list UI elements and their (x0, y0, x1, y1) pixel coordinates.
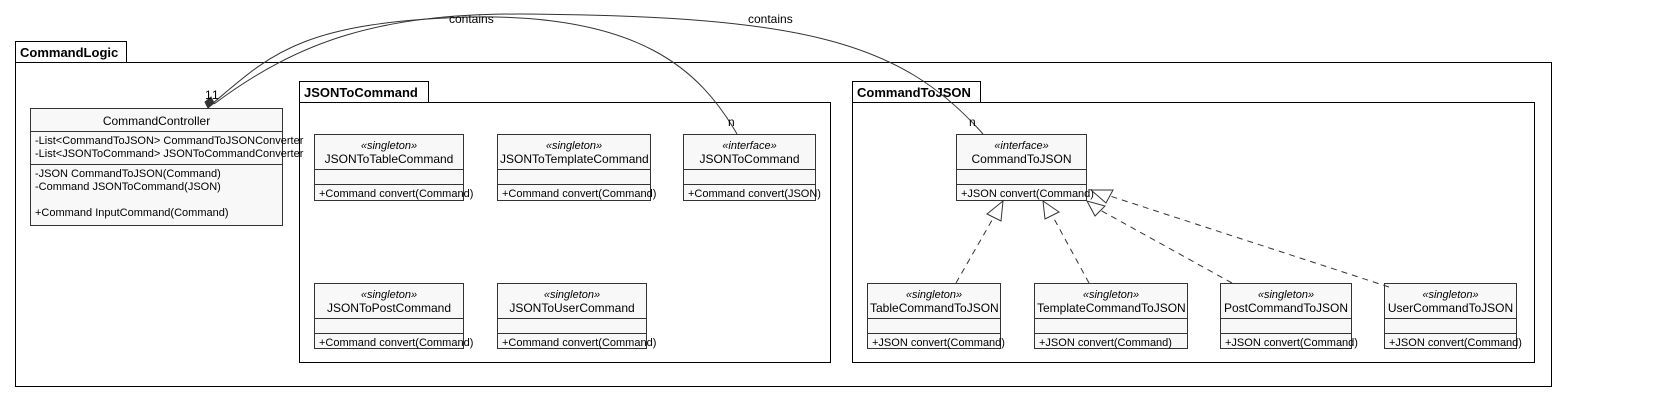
methods-section: +JSON convert(Command) (957, 184, 1094, 204)
attributes-section (315, 318, 463, 333)
class-jsontocommand-interface: «interface»JSONToCommand +Command conver… (683, 134, 821, 204)
class-jsontousercommand: «singleton»JSONToUserCommand +Command co… (497, 283, 656, 349)
class-tablecommandtojson: «singleton»TableCommandToJSON +JSON conv… (867, 283, 1005, 349)
attribute: -List<JSONToCommand> JSONToCommandConver… (35, 148, 304, 160)
package-tab-commandlogic: CommandLogic (15, 41, 127, 63)
class-jsontotemplatecommand: «singleton»JSONToTemplateCommand +Comman… (497, 134, 657, 204)
realization-edges (955, 195, 1390, 288)
method: +JSON convert(Command) (1389, 337, 1522, 349)
methods-section: +Command convert(Command) (498, 333, 657, 353)
methods-section: +JSON convert(Command) (1221, 333, 1358, 353)
methods-section: +Command convert(Command) (315, 333, 474, 353)
attributes-section: -List<CommandToJSON> CommandToJSONConver… (31, 131, 304, 164)
realization-edge-table (955, 214, 996, 284)
class-jsontopostcommand: «singleton»JSONToPostCommand +Command co… (314, 283, 473, 349)
realization-edge-post (1099, 209, 1233, 284)
method: +Command convert(Command) (502, 337, 657, 349)
class-name: TableCommandToJSON (870, 301, 999, 315)
method: +Command convert(Command) (319, 188, 474, 200)
methods-section: +Command convert(Command) (498, 184, 657, 204)
attributes-section (498, 169, 650, 184)
composition-edge-commandtojson (213, 13, 984, 135)
stereotype: «singleton» (1257, 289, 1315, 301)
composition-edge-jsontocommand (211, 16, 738, 135)
class-name: TemplateCommandToJSON (1037, 301, 1186, 315)
stereotype: «interface» (994, 140, 1049, 152)
class-name: JSONToCommand (699, 152, 800, 166)
class-usercommandtojson: «singleton»UserCommandToJSON +JSON conve… (1384, 283, 1522, 349)
stereotype: «singleton» (1082, 289, 1140, 301)
method: -JSON CommandToJSON(Command) (35, 168, 221, 180)
attributes-section (868, 318, 1000, 333)
package-tab-jsontocommand: JSONToCommand (299, 81, 429, 103)
class-commandtojson-interface: «interface»CommandToJSON +JSON convert(C… (956, 134, 1094, 204)
class-name: JSONToPostCommand (326, 301, 452, 315)
methods-section: +JSON convert(Command) (1385, 333, 1522, 353)
stereotype: «singleton» (543, 289, 601, 301)
relation-label-contains: contains (449, 12, 494, 26)
attributes-section (1221, 318, 1351, 333)
class-commandcontroller: CommandController -List<CommandToJSON> C… (30, 108, 304, 226)
realization-edge-user (1109, 195, 1390, 288)
attributes-section (498, 318, 646, 333)
realization-arrowheads (986, 189, 1114, 222)
class-name: CommandToJSON (971, 152, 1072, 166)
triangle-arrowhead (986, 199, 1004, 222)
realization-edge-template (1051, 214, 1090, 284)
class-templatecommandtojson: «singleton»TemplateCommandToJSON +JSON c… (1034, 283, 1188, 349)
class-name: PostCommandToJSON (1223, 301, 1349, 315)
methods-section: +Command convert(JSON) (684, 184, 821, 204)
attributes-section (684, 169, 815, 184)
method: +Command convert(JSON) (688, 188, 821, 200)
class-name: UserCommandToJSON (1387, 301, 1514, 315)
attributes-section (315, 169, 463, 184)
multiplicity-source: 1 (212, 88, 219, 102)
class-name: JSONToTableCommand (324, 152, 454, 166)
method: -Command JSONToCommand(JSON) (35, 181, 221, 193)
method: +JSON convert(Command) (961, 188, 1094, 200)
attributes-section (1035, 318, 1187, 333)
composition-diamond (204, 96, 215, 109)
stereotype: «singleton» (1422, 289, 1479, 301)
methods-section: +JSON convert(Command) (1035, 333, 1187, 353)
method: +JSON convert(Command) (872, 337, 1005, 349)
relation-label-contains: contains (748, 12, 793, 26)
method: +JSON convert(Command) (1225, 337, 1358, 349)
class-jsontotablecommand: «singleton»JSONToTableCommand +Command c… (314, 134, 474, 204)
triangle-arrowhead (1086, 200, 1106, 217)
stereotype: «singleton» (360, 289, 418, 301)
class-name: CommandController (102, 114, 211, 128)
stereotype: «singleton» (360, 140, 418, 152)
method: +JSON convert(Command) (1039, 337, 1172, 349)
method: +Command convert(Command) (319, 337, 474, 349)
class-name: JSONToTemplateCommand (500, 152, 649, 166)
triangle-arrowhead (1042, 199, 1060, 220)
attribute: -List<CommandToJSON> CommandToJSONConver… (35, 135, 304, 147)
methods-section: +Command convert(Command) (315, 184, 474, 204)
stereotype: «singleton» (545, 140, 603, 152)
attributes-section (957, 169, 1086, 184)
package-tab-commandtojson: CommandToJSON (852, 81, 981, 103)
stereotype: «singleton» (905, 289, 963, 301)
class-name: JSONToUserCommand (509, 301, 635, 315)
multiplicity-source: 1 (205, 88, 212, 102)
triangle-arrowhead (1089, 189, 1114, 204)
methods-section: +JSON convert(Command) (868, 333, 1005, 353)
multiplicity-target: n (969, 115, 976, 129)
class-postcommandtojson: «singleton»PostCommandToJSON +JSON conve… (1220, 283, 1358, 349)
method: +Command InputCommand(Command) (35, 207, 229, 219)
multiplicity-target: n (728, 115, 735, 129)
method: +Command convert(Command) (502, 188, 657, 200)
attributes-section (1385, 318, 1516, 333)
methods-section: -JSON CommandToJSON(Command) -Command JS… (31, 164, 282, 223)
stereotype: «interface» (722, 140, 777, 152)
